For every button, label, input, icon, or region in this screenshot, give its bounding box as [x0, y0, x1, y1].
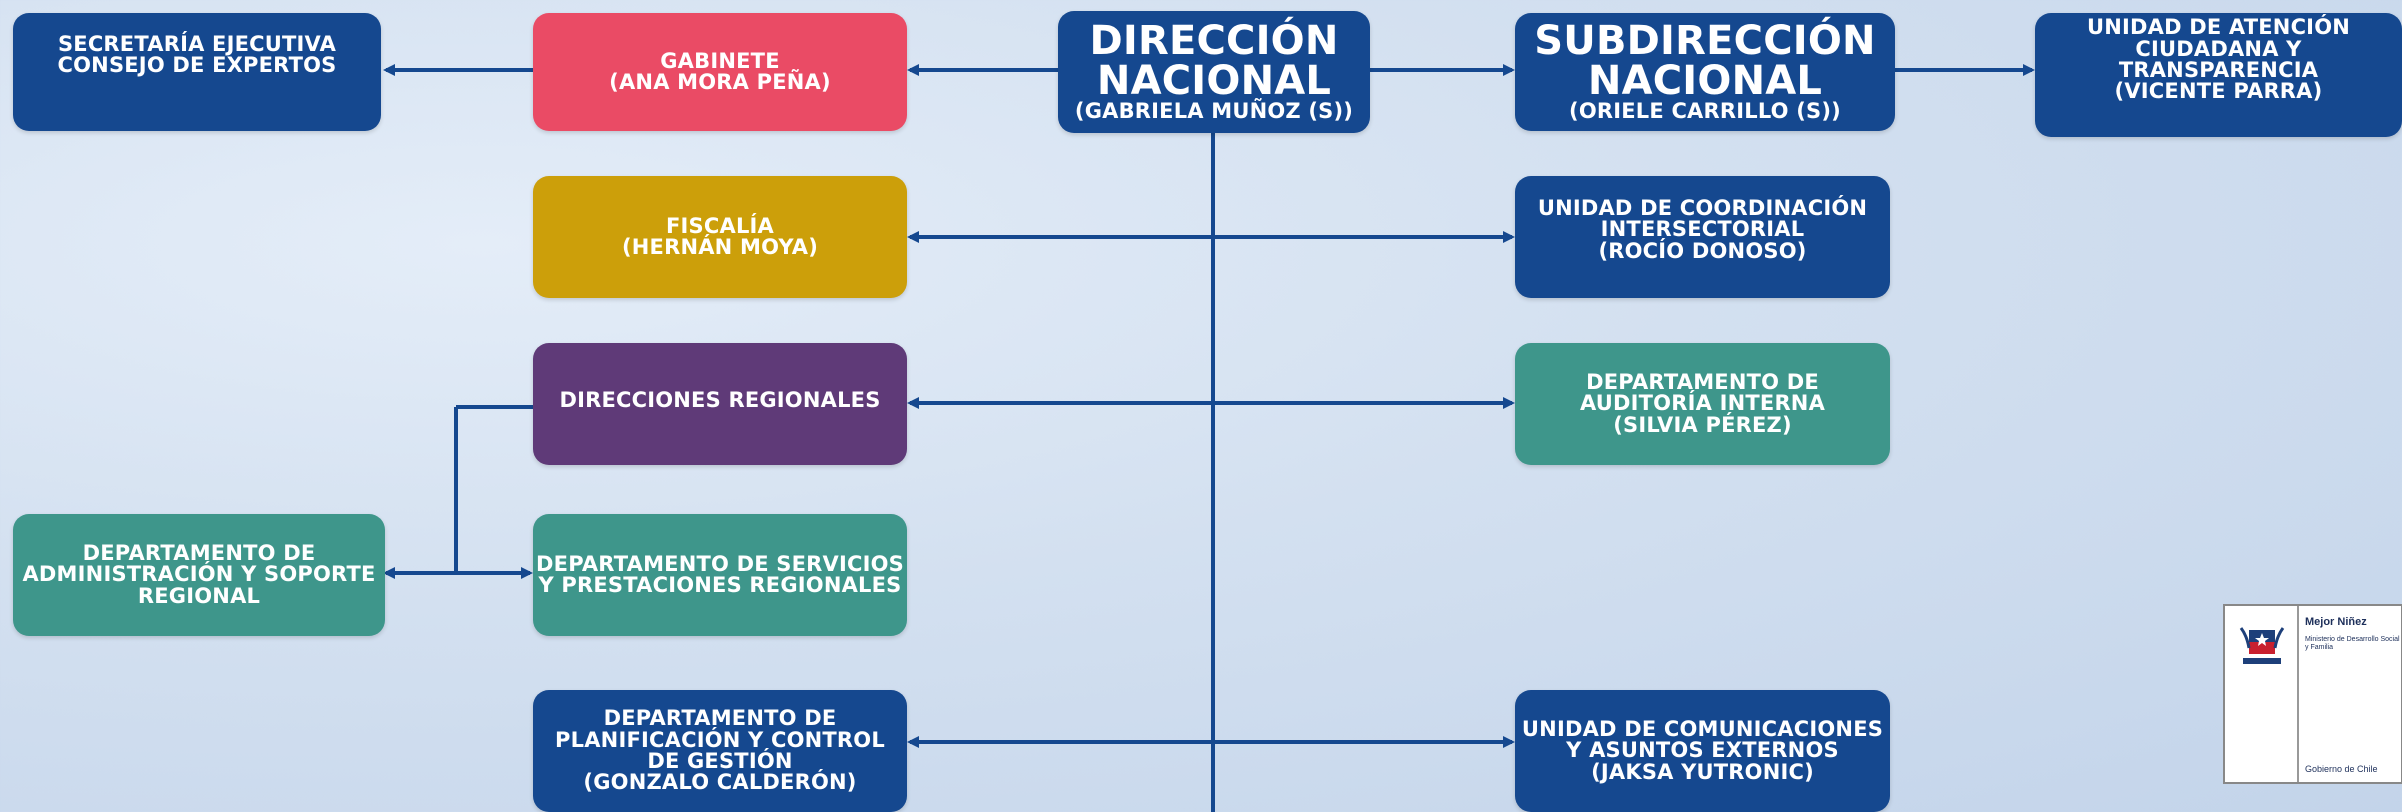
- box-line: SUBDIRECCIÓN: [1534, 18, 1876, 65]
- box-line: CONSEJO DE EXPERTOS: [57, 53, 337, 77]
- box-line: SECRETARÍA EJECUTIVA: [57, 31, 337, 56]
- box-line: GABINETE: [660, 48, 780, 73]
- box-line: DEPARTAMENTO DE SERVICIOS: [536, 551, 904, 576]
- box-line: DIRECCIÓN: [1089, 18, 1339, 65]
- box-auditoria-interna: DEPARTAMENTO DE AUDITORÍA INTERNA (SILVI…: [1515, 343, 1890, 465]
- box-line: ADMINISTRACIÓN Y SOPORTE: [22, 562, 376, 587]
- box-line: DEPARTAMENTO DE: [82, 540, 316, 565]
- logo-title: Mejor Niñez: [2305, 616, 2367, 628]
- box-line: UNIDAD DE ATENCIÓN: [2086, 15, 2351, 40]
- mejor-ninez-logo: Mejor Niñez Ministerio de Desarrollo Soc…: [2223, 604, 2402, 784]
- box-line: UNIDAD DE COMUNICACIONES: [1521, 716, 1884, 741]
- box-line: REGIONAL: [137, 583, 261, 608]
- box-subdireccion-nacional: SUBDIRECCIÓN NACIONAL (ORIELE CARRILLO (…: [1515, 13, 1895, 131]
- logo-government: Gobierno de Chile: [2305, 764, 2378, 774]
- box-line: AUDITORÍA INTERNA: [1579, 391, 1826, 416]
- box-line: (GABRIELA MUÑOZ (S)): [1074, 99, 1354, 124]
- box-line: INTERSECTORIAL: [1600, 217, 1805, 242]
- box-line: (ROCÍO DONOSO): [1598, 238, 1807, 263]
- box-line: (GONZALO CALDERÓN): [583, 770, 857, 795]
- box-line: (VICENTE PARRA): [2114, 79, 2323, 104]
- box-line: DIRECCIONES REGIONALES: [559, 388, 881, 413]
- box-line: (SILVIA PÉREZ): [1613, 412, 1792, 437]
- box-administracion-soporte: DEPARTAMENTO DE ADMINISTRACIÓN Y SOPORTE…: [13, 514, 385, 636]
- box-line: Y ASUNTOS EXTERNOS: [1566, 738, 1839, 763]
- box-planificacion-control: DEPARTAMENTO DE PLANIFICACIÓN Y CONTROL …: [533, 690, 907, 812]
- box-direccion-nacional: DIRECCIÓN NACIONAL (GABRIELA MUÑOZ (S)): [1058, 11, 1370, 133]
- box-servicios-prestaciones: DEPARTAMENTO DE SERVICIOS Y PRESTACIONES…: [533, 514, 907, 636]
- box-line: Y PRESTACIONES REGIONALES: [538, 573, 902, 597]
- box-line: DE GESTIÓN: [647, 749, 793, 773]
- box-unidad-coordinacion: UNIDAD DE COORDINACIÓN INTERSECTORIAL (R…: [1515, 176, 1890, 298]
- box-unidad-atencion: UNIDAD DE ATENCIÓN CIUDADANA Y TRANSPARE…: [2035, 13, 2402, 137]
- box-comunicaciones: UNIDAD DE COMUNICACIONES Y ASUNTOS EXTER…: [1515, 690, 1890, 812]
- box-direcciones-regionales: DIRECCIONES REGIONALES: [533, 343, 907, 465]
- box-line: FISCALÍA: [666, 213, 774, 238]
- logo-divider: [2297, 606, 2299, 782]
- box-line: (HERNÁN MOYA): [621, 235, 819, 259]
- box-secretaria-ejecutiva: SECRETARÍA EJECUTIVA CONSEJO DE EXPERTOS: [13, 13, 381, 131]
- box-line: DEPARTAMENTO DE: [603, 706, 837, 731]
- box-line: NACIONAL: [1587, 58, 1823, 105]
- box-line: (ANA MORA PEÑA): [609, 70, 831, 94]
- box-line: NACIONAL: [1096, 58, 1332, 105]
- logo-ministry: Ministerio de Desarrollo Social y Famili…: [2305, 636, 2400, 652]
- box-fiscalia: FISCALÍA (HERNÁN MOYA): [533, 176, 907, 298]
- box-line: DEPARTAMENTO DE: [1586, 369, 1819, 394]
- box-line: (ORIELE CARRILLO (S)): [1569, 99, 1841, 124]
- box-line: PLANIFICACIÓN Y CONTROL: [555, 727, 885, 752]
- box-gabinete: GABINETE (ANA MORA PEÑA): [533, 13, 907, 131]
- chile-crest-icon: [2239, 627, 2285, 664]
- box-line: CIUDADANA Y TRANSPARENCIA: [2118, 36, 2319, 82]
- box-line: (JAKSA YUTRONIC): [1591, 759, 1814, 784]
- box-line: UNIDAD DE COORDINACIÓN: [1537, 195, 1868, 220]
